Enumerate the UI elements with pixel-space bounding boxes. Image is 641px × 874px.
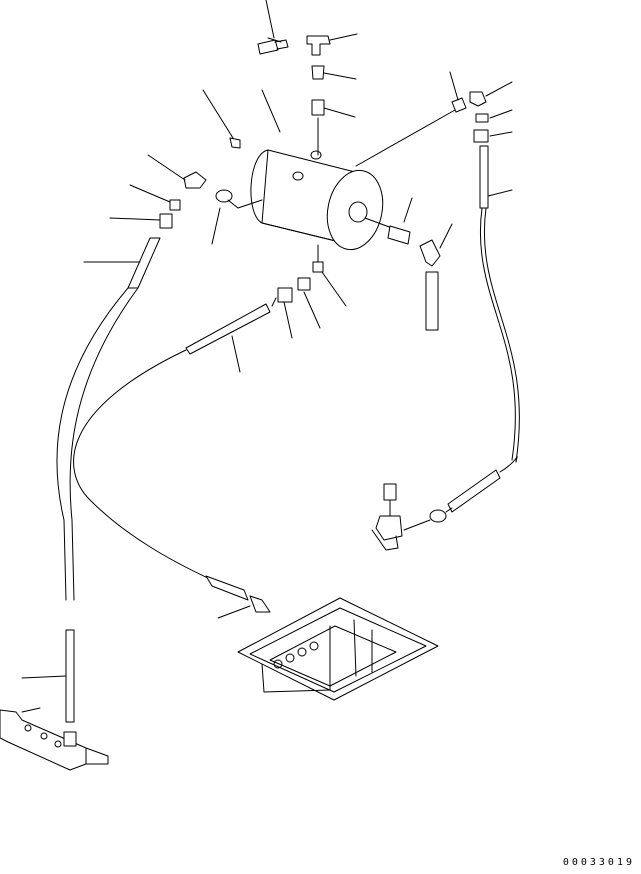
air-tank	[250, 149, 384, 251]
left-fittings	[109, 137, 263, 245]
bottom-tank-fittings	[277, 244, 347, 339]
right-hose	[447, 207, 520, 513]
main-air-hose	[21, 237, 161, 723]
drawing-number: 00033019	[562, 857, 635, 868]
top-fittings	[202, 0, 358, 156]
manifold-bracket	[0, 707, 109, 771]
drain-valve	[364, 197, 453, 331]
mounting-box	[237, 597, 439, 701]
solenoid-valve	[371, 483, 453, 551]
crossing-hose	[73, 297, 277, 619]
right-top-fittings	[355, 71, 513, 209]
